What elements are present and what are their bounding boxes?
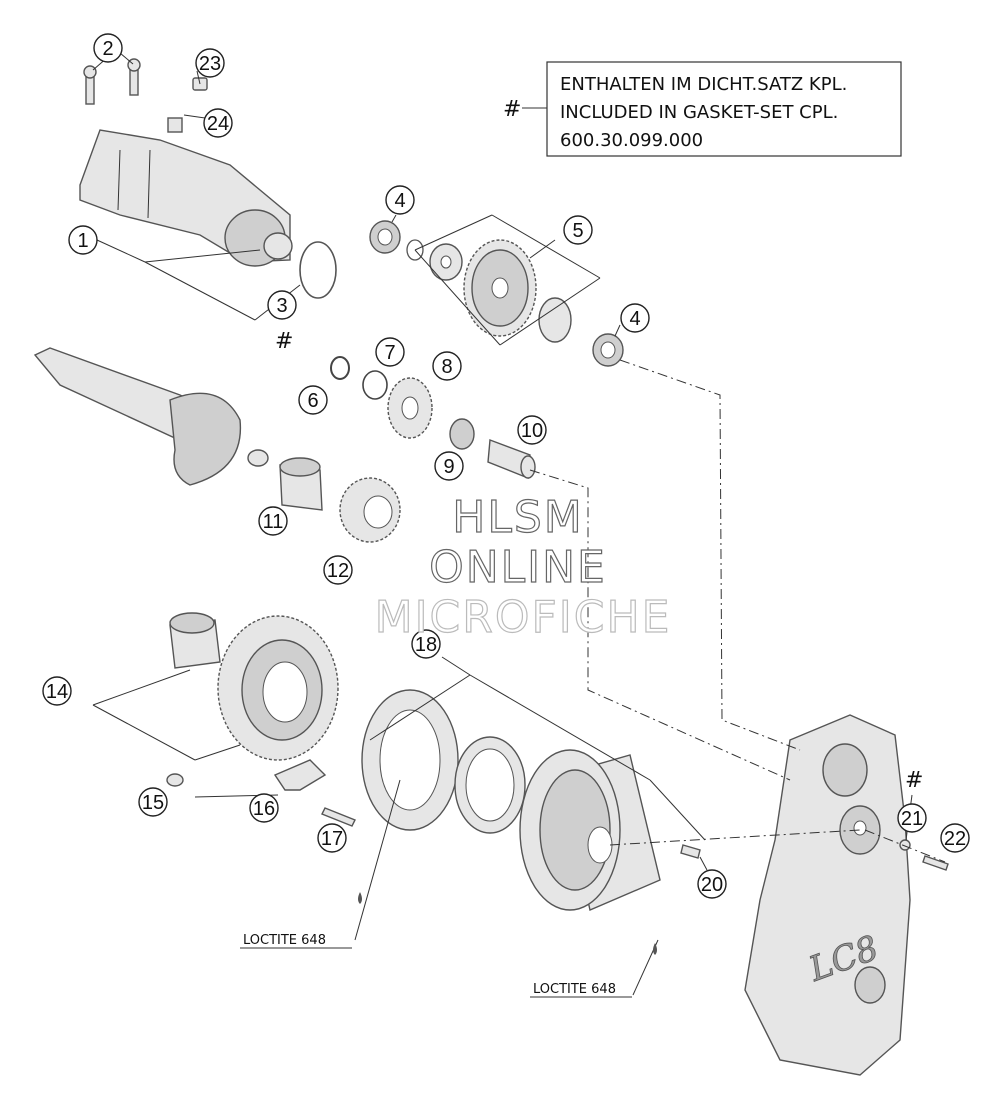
callout-4a: 4 [385,185,415,215]
callout-2: 2 [93,33,123,63]
callout-8: 8 [432,351,462,381]
svg-text:LOCTITE 648: LOCTITE 648 [533,982,616,997]
svg-text:10: 10 [521,420,543,442]
svg-text:MICROFICHE: MICROFICHE [375,592,672,643]
callout-20: 20 [697,869,727,899]
engine-cover: LC8 [744,714,911,1076]
note-line-3: 600.30.099.000 [560,130,703,151]
svg-text:22: 22 [944,828,966,850]
svg-text:12: 12 [327,560,349,582]
starter-motor [79,58,337,299]
crankshaft [33,347,269,486]
svg-text:4: 4 [629,308,640,330]
svg-text:6: 6 [307,390,318,412]
svg-text:7: 7 [384,342,395,364]
svg-text:16: 16 [253,798,275,820]
svg-text:24: 24 [207,113,229,135]
loctite-label-left: LOCTITE 648 [240,892,362,949]
callout-11: 11 [258,506,288,536]
callout-1: 1 [68,225,98,255]
watermark: HLSM ONLINE MICROFICHE [374,491,672,643]
bearing-lower [592,333,624,367]
callout-22: 22 [940,823,970,853]
svg-text:HLSM: HLSM [452,492,584,543]
hash-marker-3: # [275,329,293,354]
svg-text:2: 2 [102,38,113,60]
gasket-set-note: ENTHALTEN IM DICHT.SATZ KPL. INCLUDED IN… [503,61,902,157]
callout-9: 9 [434,451,464,481]
dashed-center-lines [529,359,946,863]
svg-text:17: 17 [321,828,343,850]
callout-21: 21 [897,803,927,833]
callout-18: 18 [411,629,441,659]
large-starter-gear [217,615,339,761]
callout-6: 6 [298,385,328,415]
svg-text:21: 21 [901,808,923,830]
svg-text:5: 5 [572,220,583,242]
svg-text:4: 4 [394,190,405,212]
callout-24: 24 [203,108,233,138]
callout-3: 3 [267,290,297,320]
svg-text:20: 20 [701,874,723,896]
svg-text:LOCTITE 648: LOCTITE 648 [243,933,326,948]
callout-17: 17 [317,823,347,853]
callout-14: 14 [42,676,72,706]
svg-text:15: 15 [142,792,164,814]
note-line-2: INCLUDED IN GASKET-SET CPL. [560,102,838,123]
svg-text:8: 8 [441,356,452,378]
callout-23: 23 [195,48,225,78]
svg-text:3: 3 [276,295,287,317]
svg-text:18: 18 [415,634,437,656]
callout-7: 7 [375,337,405,367]
hash-marker-21: # [905,768,923,793]
gear-12 [339,477,401,543]
bearing-upper [369,220,401,254]
loctite-label-right: LOCTITE 648 [530,943,657,998]
svg-text:14: 14 [46,681,68,703]
callout-4b: 4 [620,303,650,333]
callout-10: 10 [517,415,547,445]
note-line-1: ENTHALTEN IM DICHT.SATZ KPL. [560,74,847,95]
callout-12: 12 [323,555,353,585]
svg-text:23: 23 [199,53,221,75]
svg-text:1: 1 [77,230,88,252]
note-hash-marker: # [503,97,521,122]
svg-text:9: 9 [443,456,454,478]
callout-16: 16 [249,793,279,823]
svg-text:11: 11 [263,511,284,533]
gear-8 [387,377,433,439]
freewheel-housing [361,689,459,831]
flywheel [519,749,661,911]
leader-lines [92,52,913,996]
callout-5: 5 [563,215,593,245]
intermediate-gear-5 [463,239,572,343]
svg-text:ONLINE: ONLINE [429,542,607,593]
callout-15: 15 [138,787,168,817]
